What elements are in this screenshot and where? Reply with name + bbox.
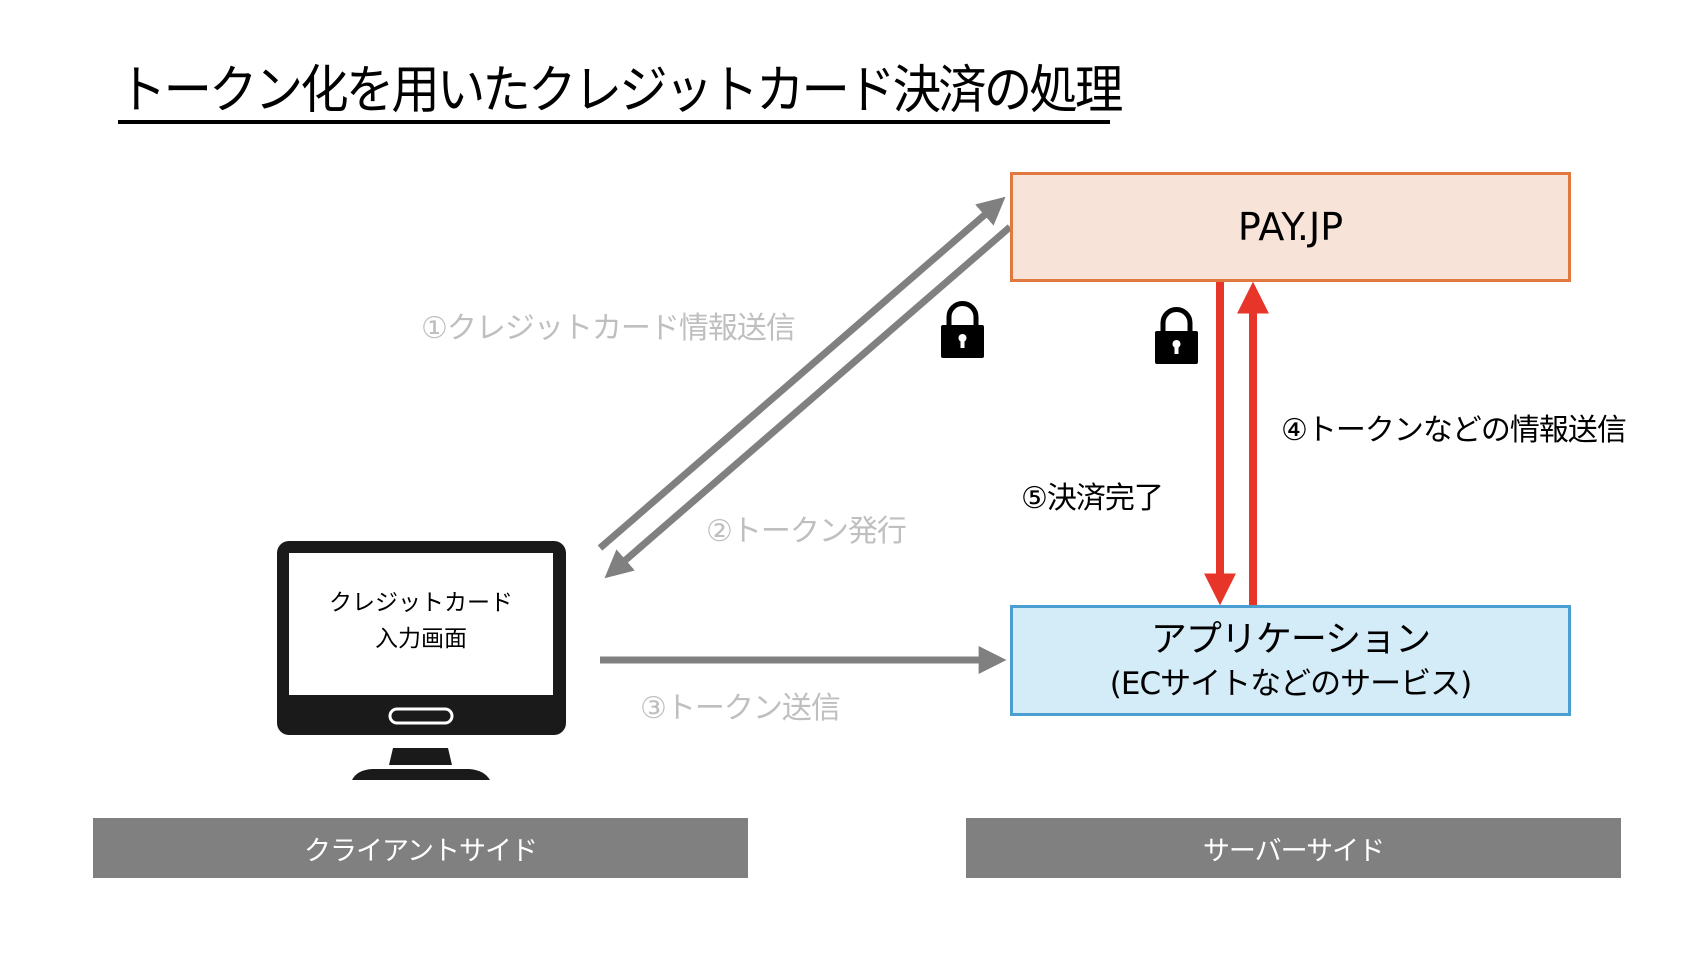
application-node: アプリケーション (ECサイトなどのサービス) [1010,605,1571,716]
client-side-label: クライアントサイド [304,835,538,867]
monitor-icon [277,541,566,780]
server-side-section: サーバーサイド [966,818,1621,878]
arrow-step1-card-info [597,196,1006,551]
step5-label: ⑤決済完了 [1021,481,1164,516]
client-screen-line2: 入力画面 [375,626,467,652]
monitor-home-button [388,707,454,725]
payjp-node: PAY.JP [1010,172,1571,282]
page-title: トークン化を用いたクレジットカード決済の処理 [118,61,1123,121]
step4-label: ④トークンなどの情報送信 [1281,413,1627,448]
step2-label: ②トークン発行 [706,514,907,549]
lock-icon [1155,307,1198,364]
payjp-label: PAY.JP [1237,205,1344,249]
server-side-label: サーバーサイド [1202,835,1385,867]
application-sublabel: (ECサイトなどのサービス) [1109,665,1472,702]
step1-label: ①クレジットカード情報送信 [421,311,796,346]
client-screen-line1: クレジットカード [329,590,513,616]
client-screen-label: クレジットカード 入力画面 [290,585,552,657]
step3-label: ③トークン送信 [640,691,841,726]
title-underline [118,120,1110,124]
arrow-step2-token-issue [604,224,1013,579]
application-label: アプリケーション [1150,618,1431,660]
lock-icon [941,301,984,358]
client-side-section: クライアントサイド [93,818,748,878]
